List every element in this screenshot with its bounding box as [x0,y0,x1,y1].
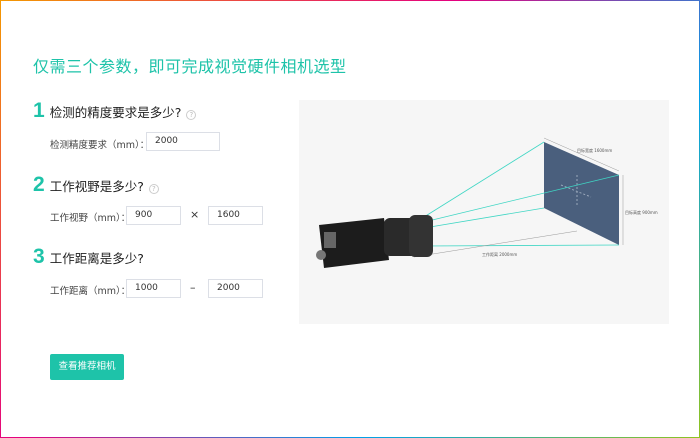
fov-label: 工作视野（mm）： [50,213,131,224]
step-number: 3 [33,245,45,268]
distance-diagram-label: 工作距离 2000mm [482,251,517,257]
section-precision: 1 检测的精度要求是多少? ? [33,99,197,123]
distance-max-input[interactable]: 2000 [208,279,263,298]
precision-label: 检测精度要求（mm）： [50,140,150,151]
section-question: 工作距离是多少? [49,251,144,266]
dimension-lines [413,137,624,258]
fov-width-input[interactable]: 1600 [208,206,263,225]
camera-diagram: 目标宽度 1600mm 目标高度 900mm 工作距离 2000mm [299,100,669,324]
step-number: 1 [33,99,45,122]
fov-height-input[interactable]: 900 [126,206,181,225]
section-distance: 3 工作距离是多少? [33,245,144,269]
view-recommended-cameras-button[interactable]: 查看推荐相机 [50,354,124,380]
fov-lines [423,141,620,247]
section-question: 工作视野是多少? [49,179,144,194]
target-plane [544,142,619,245]
step-number: 2 [33,173,45,196]
times-separator: × [190,208,200,221]
camera-fov-illustration: 目标宽度 1600mm 目标高度 900mm 工作距离 2000mm [316,137,658,268]
help-icon[interactable]: ? [186,110,197,120]
precision-input[interactable]: 2000 [146,132,220,151]
section-fov: 2 工作视野是多少? ? [33,173,159,197]
page-title: 仅需三个参数，即可完成视觉硬件相机选型 [33,57,347,76]
help-icon[interactable]: ? [148,184,159,194]
range-separator: – [190,281,196,294]
camera-icon [316,215,433,268]
height-label: 目标高度 900mm [625,209,658,215]
distance-min-input[interactable]: 1000 [126,279,181,298]
section-question: 检测的精度要求是多少? [49,105,182,120]
distance-label: 工作距离（mm）： [50,286,131,297]
width-label: 目标宽度 1600mm [577,147,612,153]
target-crosshair [560,184,592,198]
